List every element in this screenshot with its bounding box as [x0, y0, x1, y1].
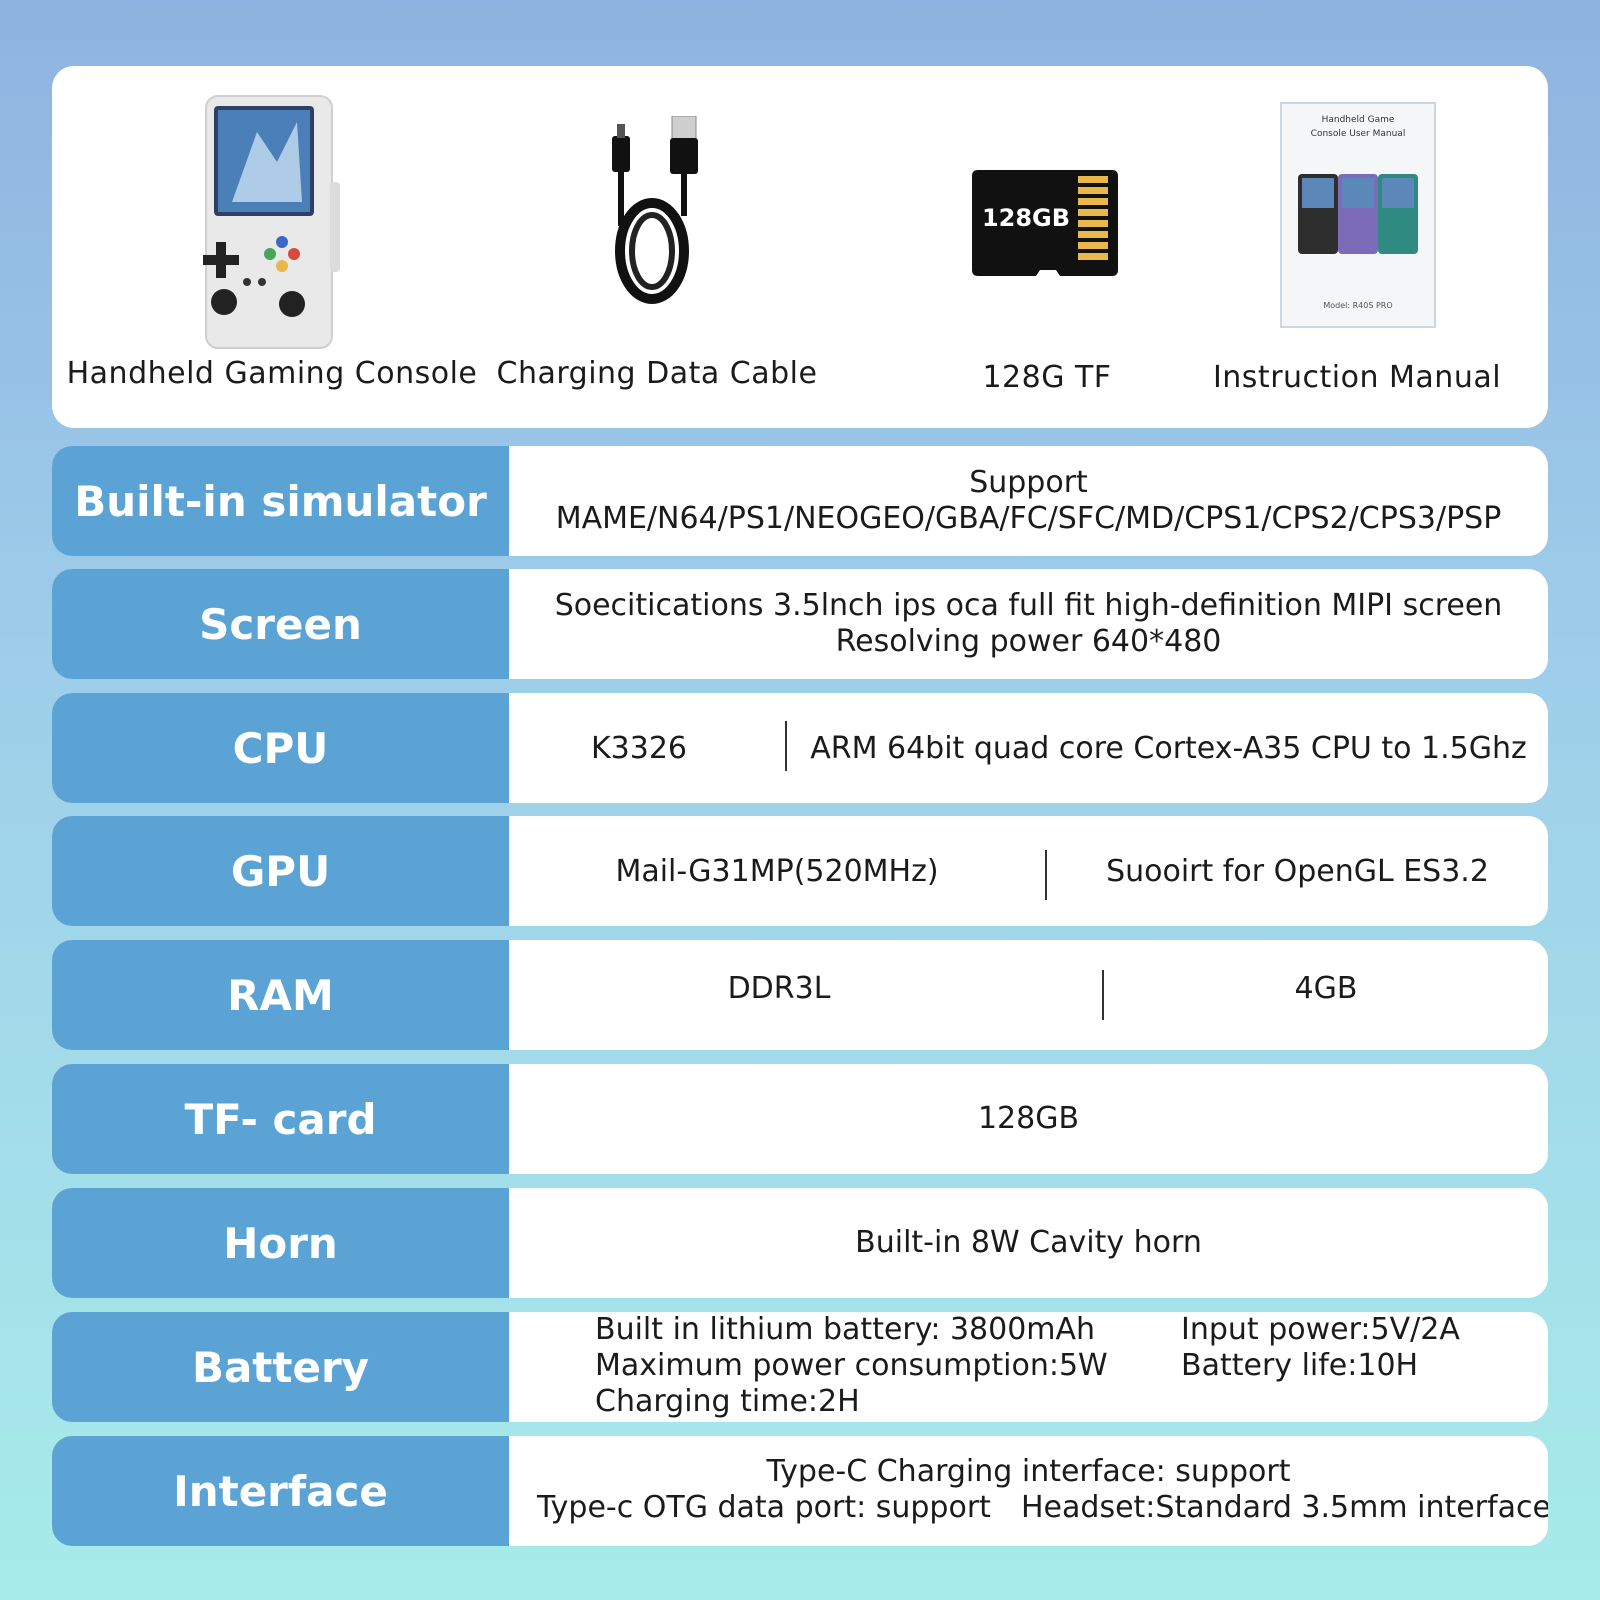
spec-row-screen: Screen Soecitications 3.5lnch ips oca fu…: [52, 569, 1548, 679]
ram-divider: [1102, 970, 1104, 1020]
spec-value-gpu: Mail-G31MP(520MHz) Suooirt for OpenGL ES…: [509, 816, 1548, 926]
handheld-console-icon: [203, 95, 340, 349]
horn-value: Built-in 8W Cavity horn: [855, 1225, 1202, 1260]
gpu-model: Mail-G31MP(520MHz): [615, 853, 939, 889]
tf-card-icon: 128GB: [972, 170, 1118, 276]
spec-label-cpu: CPU: [52, 693, 509, 803]
tf-card-text: 128GB: [982, 204, 1070, 232]
spec-label-simulator: Built-in simulator: [52, 446, 509, 556]
spec-value-interface: Type-C Charging interface: support Type-…: [509, 1436, 1548, 1546]
battery-max-power: Maximum power consumption:5W: [595, 1348, 1108, 1383]
spec-row-interface: Interface Type-C Charging interface: sup…: [52, 1436, 1548, 1546]
gpu-support: Suooirt for OpenGL ES3.2: [1106, 853, 1489, 889]
item-console: Handheld Gaming Console: [52, 66, 492, 428]
screen-line-2: Resolving power 640*480: [835, 624, 1222, 659]
spec-value-cpu: K3326 ARM 64bit quad core Cortex-A35 CPU…: [509, 693, 1548, 803]
spec-value-horn: Built-in 8W Cavity horn: [509, 1188, 1548, 1298]
item-cable-label: Charging Data Cable: [496, 356, 818, 391]
package-contents-card: Handheld Gaming Console Charging Data Ca…: [52, 66, 1548, 428]
spec-value-ram: DDR3L 4GB: [509, 940, 1548, 1050]
spec-label-tfcard: TF- card: [52, 1064, 509, 1174]
spec-label-horn: Horn: [52, 1188, 509, 1298]
interface-otg: Type-c OTG data port: support: [537, 1490, 991, 1525]
spec-value-battery: Built in lithium battery: 3800mAh Maximu…: [509, 1312, 1548, 1422]
spec-value-screen: Soecitications 3.5lnch ips oca full fit …: [509, 569, 1548, 679]
spec-row-horn: Horn Built-in 8W Cavity horn: [52, 1188, 1548, 1298]
simulator-line-2: MAME/N64/PS1/NEOGEO/GBA/FC/SFC/MD/CPS1/C…: [555, 501, 1502, 536]
manual-title-2: Console User Manual: [1311, 129, 1406, 139]
simulator-line-1: Support: [969, 465, 1088, 500]
item-tfcard-label: 128G TF: [982, 360, 1112, 395]
manual-model: Model: R40S PRO: [1323, 301, 1392, 310]
spec-row-gpu: GPU Mail-G31MP(520MHz) Suooirt for OpenG…: [52, 816, 1548, 926]
spec-label-interface: Interface: [52, 1436, 509, 1546]
manual-title-1: Handheld Game: [1322, 115, 1395, 125]
interface-charging: Type-C Charging interface: support: [766, 1454, 1291, 1489]
item-tfcard: 128GB 128G TF: [852, 66, 1242, 428]
item-console-label: Handheld Gaming Console: [66, 356, 478, 391]
ram-type: DDR3L: [727, 970, 831, 1006]
screen-line-1: Soecitications 3.5lnch ips oca full fit …: [554, 588, 1503, 623]
spec-value-tfcard: 128GB: [509, 1064, 1548, 1174]
spec-value-simulator: Support MAME/N64/PS1/NEOGEO/GBA/FC/SFC/M…: [509, 446, 1548, 556]
item-manual: Handheld Game Console User Manual Model:…: [1162, 66, 1552, 428]
spec-label-ram: RAM: [52, 940, 509, 1050]
spec-row-tfcard: TF- card 128GB: [52, 1064, 1548, 1174]
tfcard-value: 128GB: [977, 1101, 1080, 1136]
cpu-description: ARM 64bit quad core Cortex-A35 CPU to 1.…: [810, 730, 1527, 766]
spec-label-battery: Battery: [52, 1312, 509, 1422]
cpu-divider: [785, 721, 787, 771]
ram-size: 4GB: [1294, 970, 1358, 1006]
spec-row-ram: RAM DDR3L 4GB: [52, 940, 1548, 1050]
battery-charging-time: Charging time:2H: [595, 1384, 860, 1419]
spec-label-screen: Screen: [52, 569, 509, 679]
interface-headset: Headset:Standard 3.5mm interface: [1021, 1490, 1548, 1525]
cpu-model: K3326: [590, 730, 688, 766]
battery-input-power: Input power:5V/2A: [1181, 1312, 1460, 1347]
spec-row-simulator: Built-in simulator Support MAME/N64/PS1/…: [52, 446, 1548, 556]
spec-row-cpu: CPU K3326 ARM 64bit quad core Cortex-A35…: [52, 693, 1548, 803]
spec-row-battery: Battery Built in lithium battery: 3800mA…: [52, 1312, 1548, 1422]
usb-cable-icon: [612, 116, 698, 304]
manual-icon: Handheld Game Console User Manual Model:…: [1280, 102, 1436, 328]
spec-label-gpu: GPU: [52, 816, 509, 926]
item-manual-label: Instruction Manual: [1212, 360, 1502, 395]
battery-life: Battery life:10H: [1181, 1348, 1419, 1383]
item-cable: Charging Data Cable: [492, 66, 822, 428]
battery-capacity: Built in lithium battery: 3800mAh: [595, 1312, 1096, 1347]
gpu-divider: [1045, 850, 1047, 900]
